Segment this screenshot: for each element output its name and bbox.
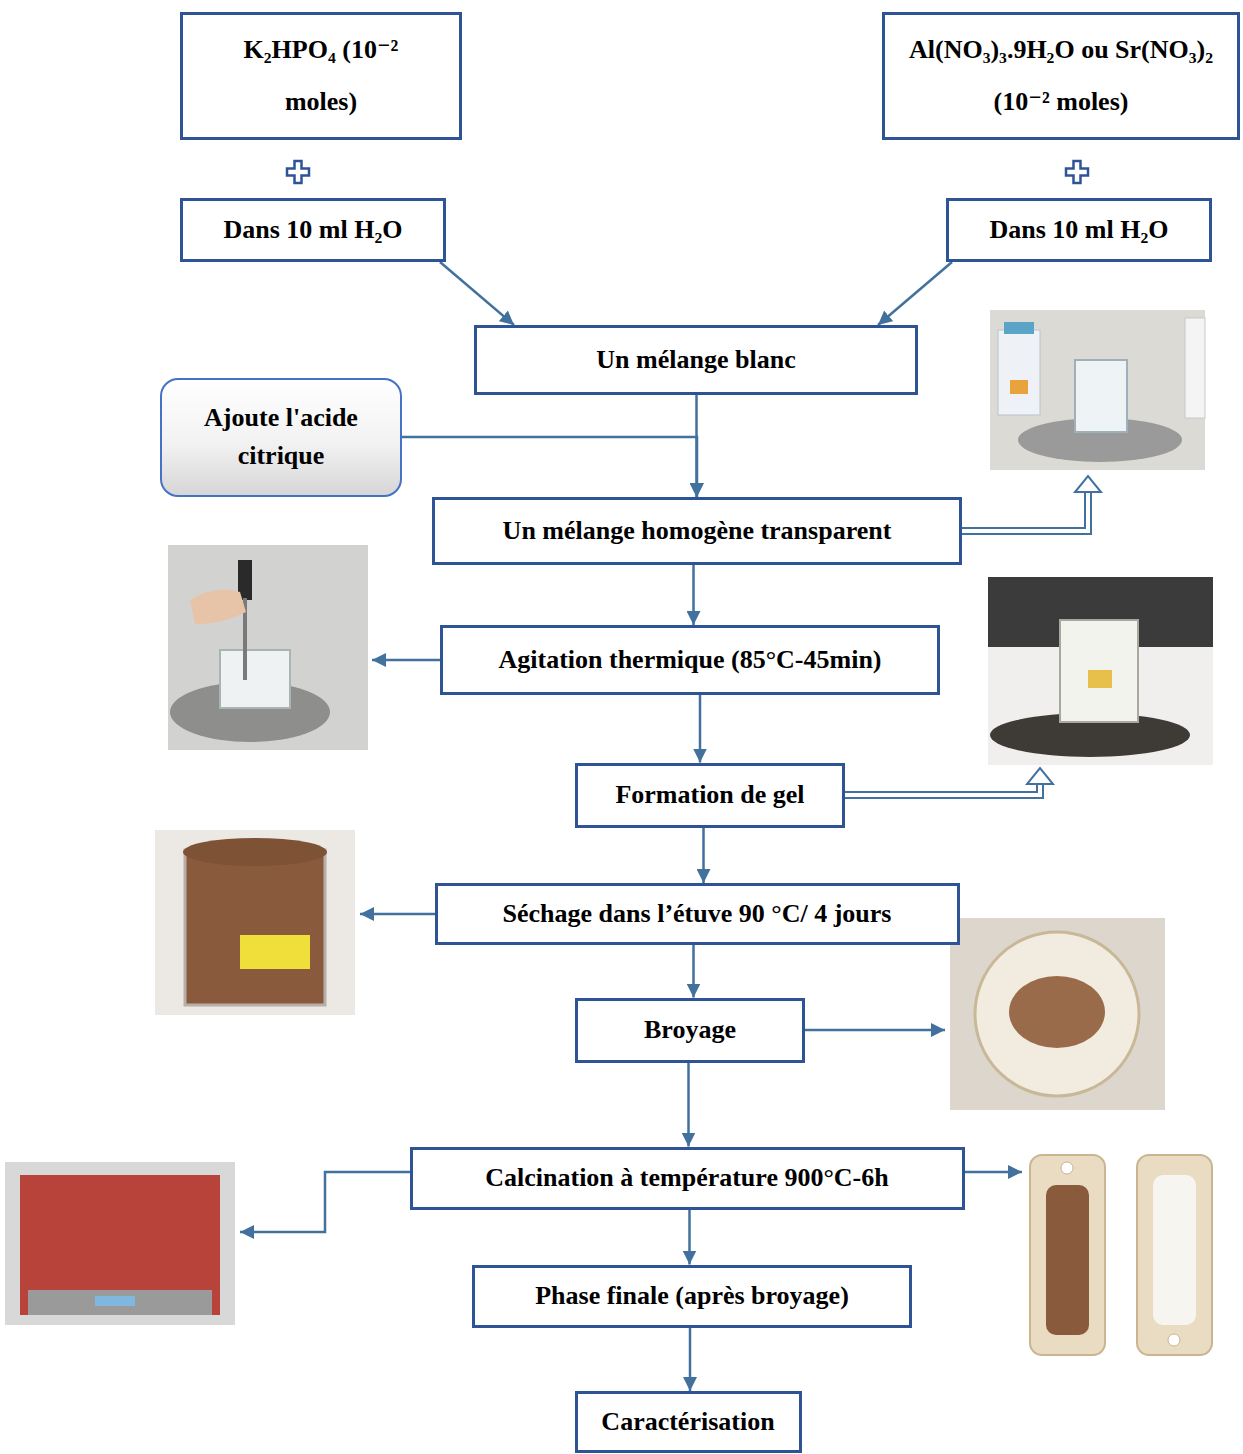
node-label: Formation de gel: [615, 779, 804, 810]
hand: [190, 590, 246, 624]
bottle: [998, 330, 1040, 415]
beaker-powder: [185, 850, 325, 1005]
photo-arrow-head: [1075, 476, 1101, 492]
bottle-label: [1010, 380, 1028, 394]
node-label: Phase finale (après broyage): [535, 1280, 849, 1311]
photo-ground: [988, 577, 1213, 765]
furnace: [20, 1175, 220, 1315]
flow-arrow: [702, 828, 705, 884]
photo-arrow: [372, 659, 440, 662]
node-label: Séchage dans l’étuve 90 °C/ 4 jours: [503, 898, 892, 929]
flow-arrow: [692, 945, 695, 998]
node-label: Agitation thermique (85°C-45min): [498, 644, 881, 675]
process-box: Phase finale (après broyage): [472, 1265, 912, 1328]
flow-arrow: [440, 262, 514, 325]
node-label: Broyage: [644, 1014, 736, 1045]
node-label: Dans 10 ml H₂O: [990, 214, 1169, 245]
flow-arrow: [402, 437, 697, 497]
crucible: [1030, 1155, 1105, 1355]
photo: [1030, 1155, 1212, 1355]
bottle: [1185, 318, 1205, 418]
photo-ground: [155, 830, 355, 1015]
process-box: Un mélange blanc: [474, 325, 918, 395]
node-label: Un mélange homogène transparent: [503, 515, 892, 546]
photo-arrow: [240, 1172, 410, 1232]
node-label: K₂HPO₄ (10⁻² moles): [221, 24, 421, 128]
flow-arrow: [688, 1210, 691, 1265]
photo: [5, 1162, 235, 1325]
node-label: Caractérisation: [601, 1406, 774, 1437]
process-box: Calcination à température 900°C-6h: [410, 1147, 965, 1210]
process-box: K₂HPO₄ (10⁻² moles): [180, 12, 462, 140]
node-label: Dans 10 ml H₂O: [224, 214, 403, 245]
node-label: Al(NO₃)₃.9H₂O ou Sr(NO₃)₂ (10⁻² moles): [894, 24, 1229, 128]
photo-ground: [950, 918, 1165, 1110]
furnace-display: [95, 1296, 135, 1306]
process-box: Dans 10 ml H₂O: [180, 198, 446, 262]
photo: [155, 830, 355, 1015]
beaker: [1060, 620, 1138, 722]
crucible-hole: [1061, 1162, 1073, 1174]
process-box: Un mélange homogène transparent: [432, 497, 962, 565]
process-box: Al(NO₃)₃.9H₂O ou Sr(NO₃)₂ (10⁻² moles): [882, 12, 1240, 140]
photo: [988, 577, 1213, 765]
powder-top: [183, 838, 327, 866]
mortar: [975, 932, 1139, 1096]
process-box: Dans 10 ml H₂O: [946, 198, 1212, 262]
photo-arrow: [962, 492, 1088, 531]
node-label: Calcination à température 900°C-6h: [485, 1162, 888, 1193]
crucible: [1137, 1155, 1212, 1355]
beaker: [1075, 360, 1127, 432]
process-box: Agitation thermique (85°C-45min): [440, 625, 940, 695]
process-box: Séchage dans l’étuve 90 °C/ 4 jours: [435, 883, 960, 945]
photo-ground: [5, 1162, 235, 1325]
plus-sign: [287, 161, 309, 183]
bottle-cap: [1004, 322, 1034, 334]
flow-arrow: [692, 565, 695, 625]
photo: [168, 545, 368, 750]
photo-arrow: [965, 1171, 1022, 1174]
powder: [1009, 976, 1105, 1048]
process-box: Formation de gel: [575, 763, 845, 828]
photo: [990, 310, 1205, 470]
photo: [950, 918, 1165, 1110]
node-label: Un mélange blanc: [596, 344, 795, 375]
photo-arrow: [845, 784, 1040, 795]
crucible-powder: [1153, 1175, 1196, 1325]
photo-arrow: [360, 913, 435, 916]
photo-arrow: [805, 1029, 945, 1032]
flow-arrow: [699, 695, 702, 763]
beaker: [220, 650, 290, 708]
photo-ground: [990, 310, 1205, 470]
photo-ground: [168, 545, 368, 750]
node-label: Ajoute l'acide citrique: [181, 399, 381, 474]
crucible-powder: [1046, 1185, 1089, 1335]
input-box: Ajoute l'acide citrique: [160, 378, 402, 497]
flow-arrow: [687, 1063, 690, 1147]
beaker-label: [240, 935, 310, 969]
photo-arrow-head: [1027, 768, 1053, 784]
beaker-label: [1088, 670, 1112, 688]
process-box: Caractérisation: [575, 1391, 802, 1453]
process-box: Broyage: [575, 998, 805, 1063]
photo-arrow: [845, 784, 1040, 795]
flow-arrow: [689, 1328, 692, 1392]
photo-arrow: [962, 492, 1088, 531]
furnace-panel: [28, 1290, 212, 1315]
plus-sign: [1066, 161, 1088, 183]
flow-arrow: [878, 262, 952, 325]
crucible-hole: [1168, 1334, 1180, 1346]
